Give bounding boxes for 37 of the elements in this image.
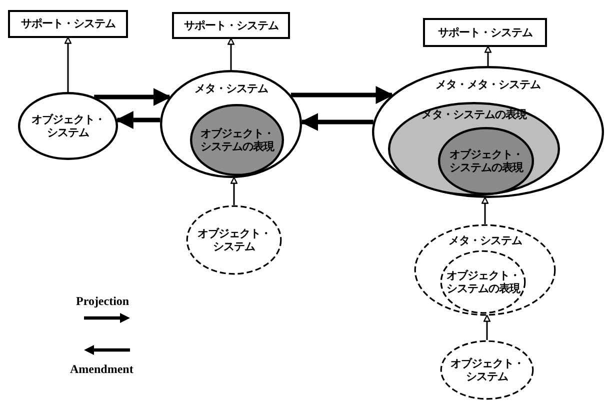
node-label: サポート・システム bbox=[184, 18, 278, 32]
node-label: オブジェクト・システム bbox=[449, 356, 525, 384]
arrow bbox=[115, 111, 160, 129]
node-label: オブジェクト・システムの表現 bbox=[448, 148, 524, 174]
arrow bbox=[482, 196, 488, 224]
node-label: メタ・メタ・システム bbox=[436, 78, 540, 92]
arrow bbox=[290, 86, 394, 104]
node-label: オブジェクト・システムの表現 bbox=[199, 126, 275, 154]
node-label: オブジェクト・システムの表現 bbox=[445, 268, 521, 296]
ellipse bbox=[160, 70, 302, 178]
arrow bbox=[484, 46, 492, 66]
node-label: メタ・システム bbox=[448, 234, 522, 248]
text-box bbox=[172, 12, 290, 39]
dashed-ellipse bbox=[440, 250, 526, 314]
node-label: サポート・システム bbox=[20, 17, 116, 31]
arrow bbox=[64, 36, 72, 92]
arrow bbox=[228, 38, 234, 70]
ellipse bbox=[372, 66, 604, 198]
ellipse bbox=[18, 92, 118, 160]
arrow bbox=[484, 314, 490, 340]
arrow bbox=[230, 176, 238, 205]
text-box bbox=[423, 18, 547, 47]
arrow bbox=[300, 113, 374, 131]
ellipse bbox=[388, 102, 560, 196]
dashed-ellipse bbox=[186, 205, 282, 275]
arrow bbox=[94, 88, 172, 106]
legend-label: Projection bbox=[76, 294, 130, 309]
node-label: サポート・システム bbox=[438, 26, 532, 40]
node-label: オブジェクト・システム bbox=[196, 226, 272, 254]
dashed-ellipse bbox=[414, 224, 556, 316]
node-label: オブジェクト・システム bbox=[30, 112, 106, 140]
text-box bbox=[8, 10, 128, 38]
node-label: メタ・システム bbox=[194, 82, 268, 96]
dashed-ellipse bbox=[440, 340, 534, 400]
legend-label: Amendment bbox=[70, 362, 134, 377]
ellipse bbox=[190, 104, 284, 176]
ellipse bbox=[438, 127, 534, 195]
